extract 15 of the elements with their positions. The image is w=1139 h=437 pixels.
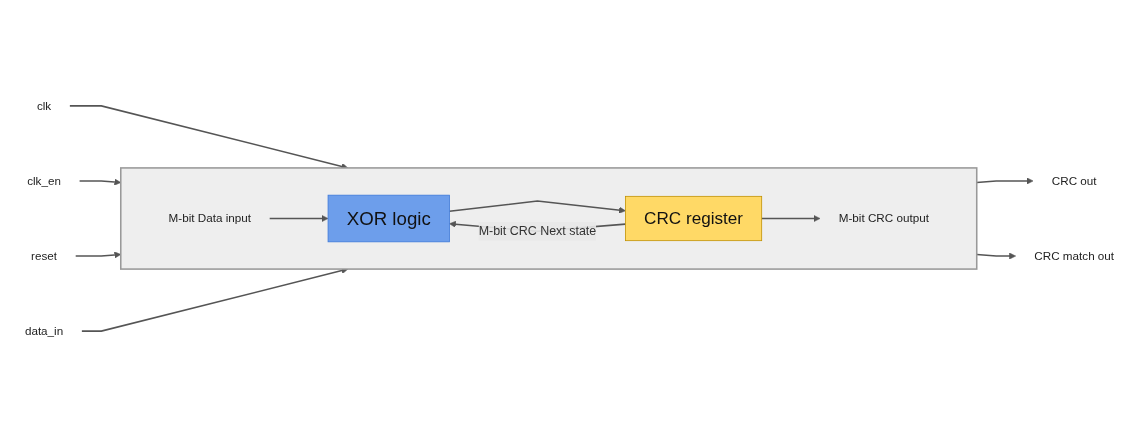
node-text: clk_en — [27, 173, 61, 187]
node-text: M-bit Data input — [168, 211, 252, 225]
cluster — [120, 167, 978, 270]
arrow — [268, 215, 329, 222]
node-text: clk — [36, 98, 52, 112]
edge-label: M-bit CRC Next state — [478, 224, 597, 238]
arrow — [760, 215, 821, 222]
node-box: XOR logic — [327, 194, 450, 243]
arrow — [448, 200, 626, 214]
node-text: data_in — [24, 323, 64, 338]
node-box: CRC register — [625, 195, 763, 242]
node-text: CRC match out — [1034, 248, 1115, 263]
node-text: M-bit CRC output — [838, 211, 929, 225]
node-text: reset — [31, 248, 58, 263]
node-text: CRC out — [1051, 173, 1097, 187]
